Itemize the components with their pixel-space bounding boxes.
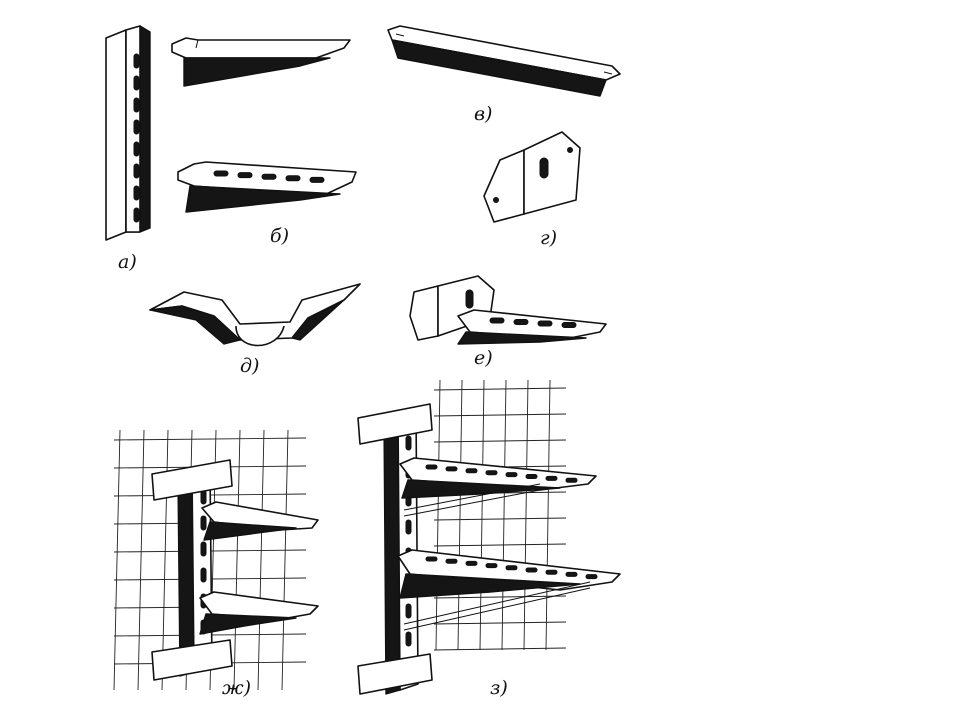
label-g: г): [540, 227, 557, 249]
label-z: з): [490, 677, 508, 699]
part-b-cantilever-arm-perforated: [177, 161, 357, 213]
part-z-wall-assembly: [357, 379, 621, 695]
part-e-bracket-with-arm: [409, 275, 607, 345]
label-b: б): [270, 225, 289, 247]
part-a-channel-post: [105, 25, 151, 241]
label-v: в): [474, 103, 492, 125]
label-d: д): [240, 355, 259, 377]
part-b-cantilever-arm-plain: [171, 37, 351, 87]
part-g-mounting-bracket: [483, 131, 581, 223]
part-zh-wall-assembly: [113, 429, 319, 691]
part-v-crossbar-strip: [387, 25, 621, 97]
label-zh: ж): [222, 677, 251, 699]
bracket-slot: [539, 157, 549, 179]
label-a: а): [118, 251, 137, 273]
wall-grid-z: [433, 379, 567, 651]
part-d-bent-clamp: [149, 283, 361, 347]
label-e: е): [474, 347, 493, 369]
